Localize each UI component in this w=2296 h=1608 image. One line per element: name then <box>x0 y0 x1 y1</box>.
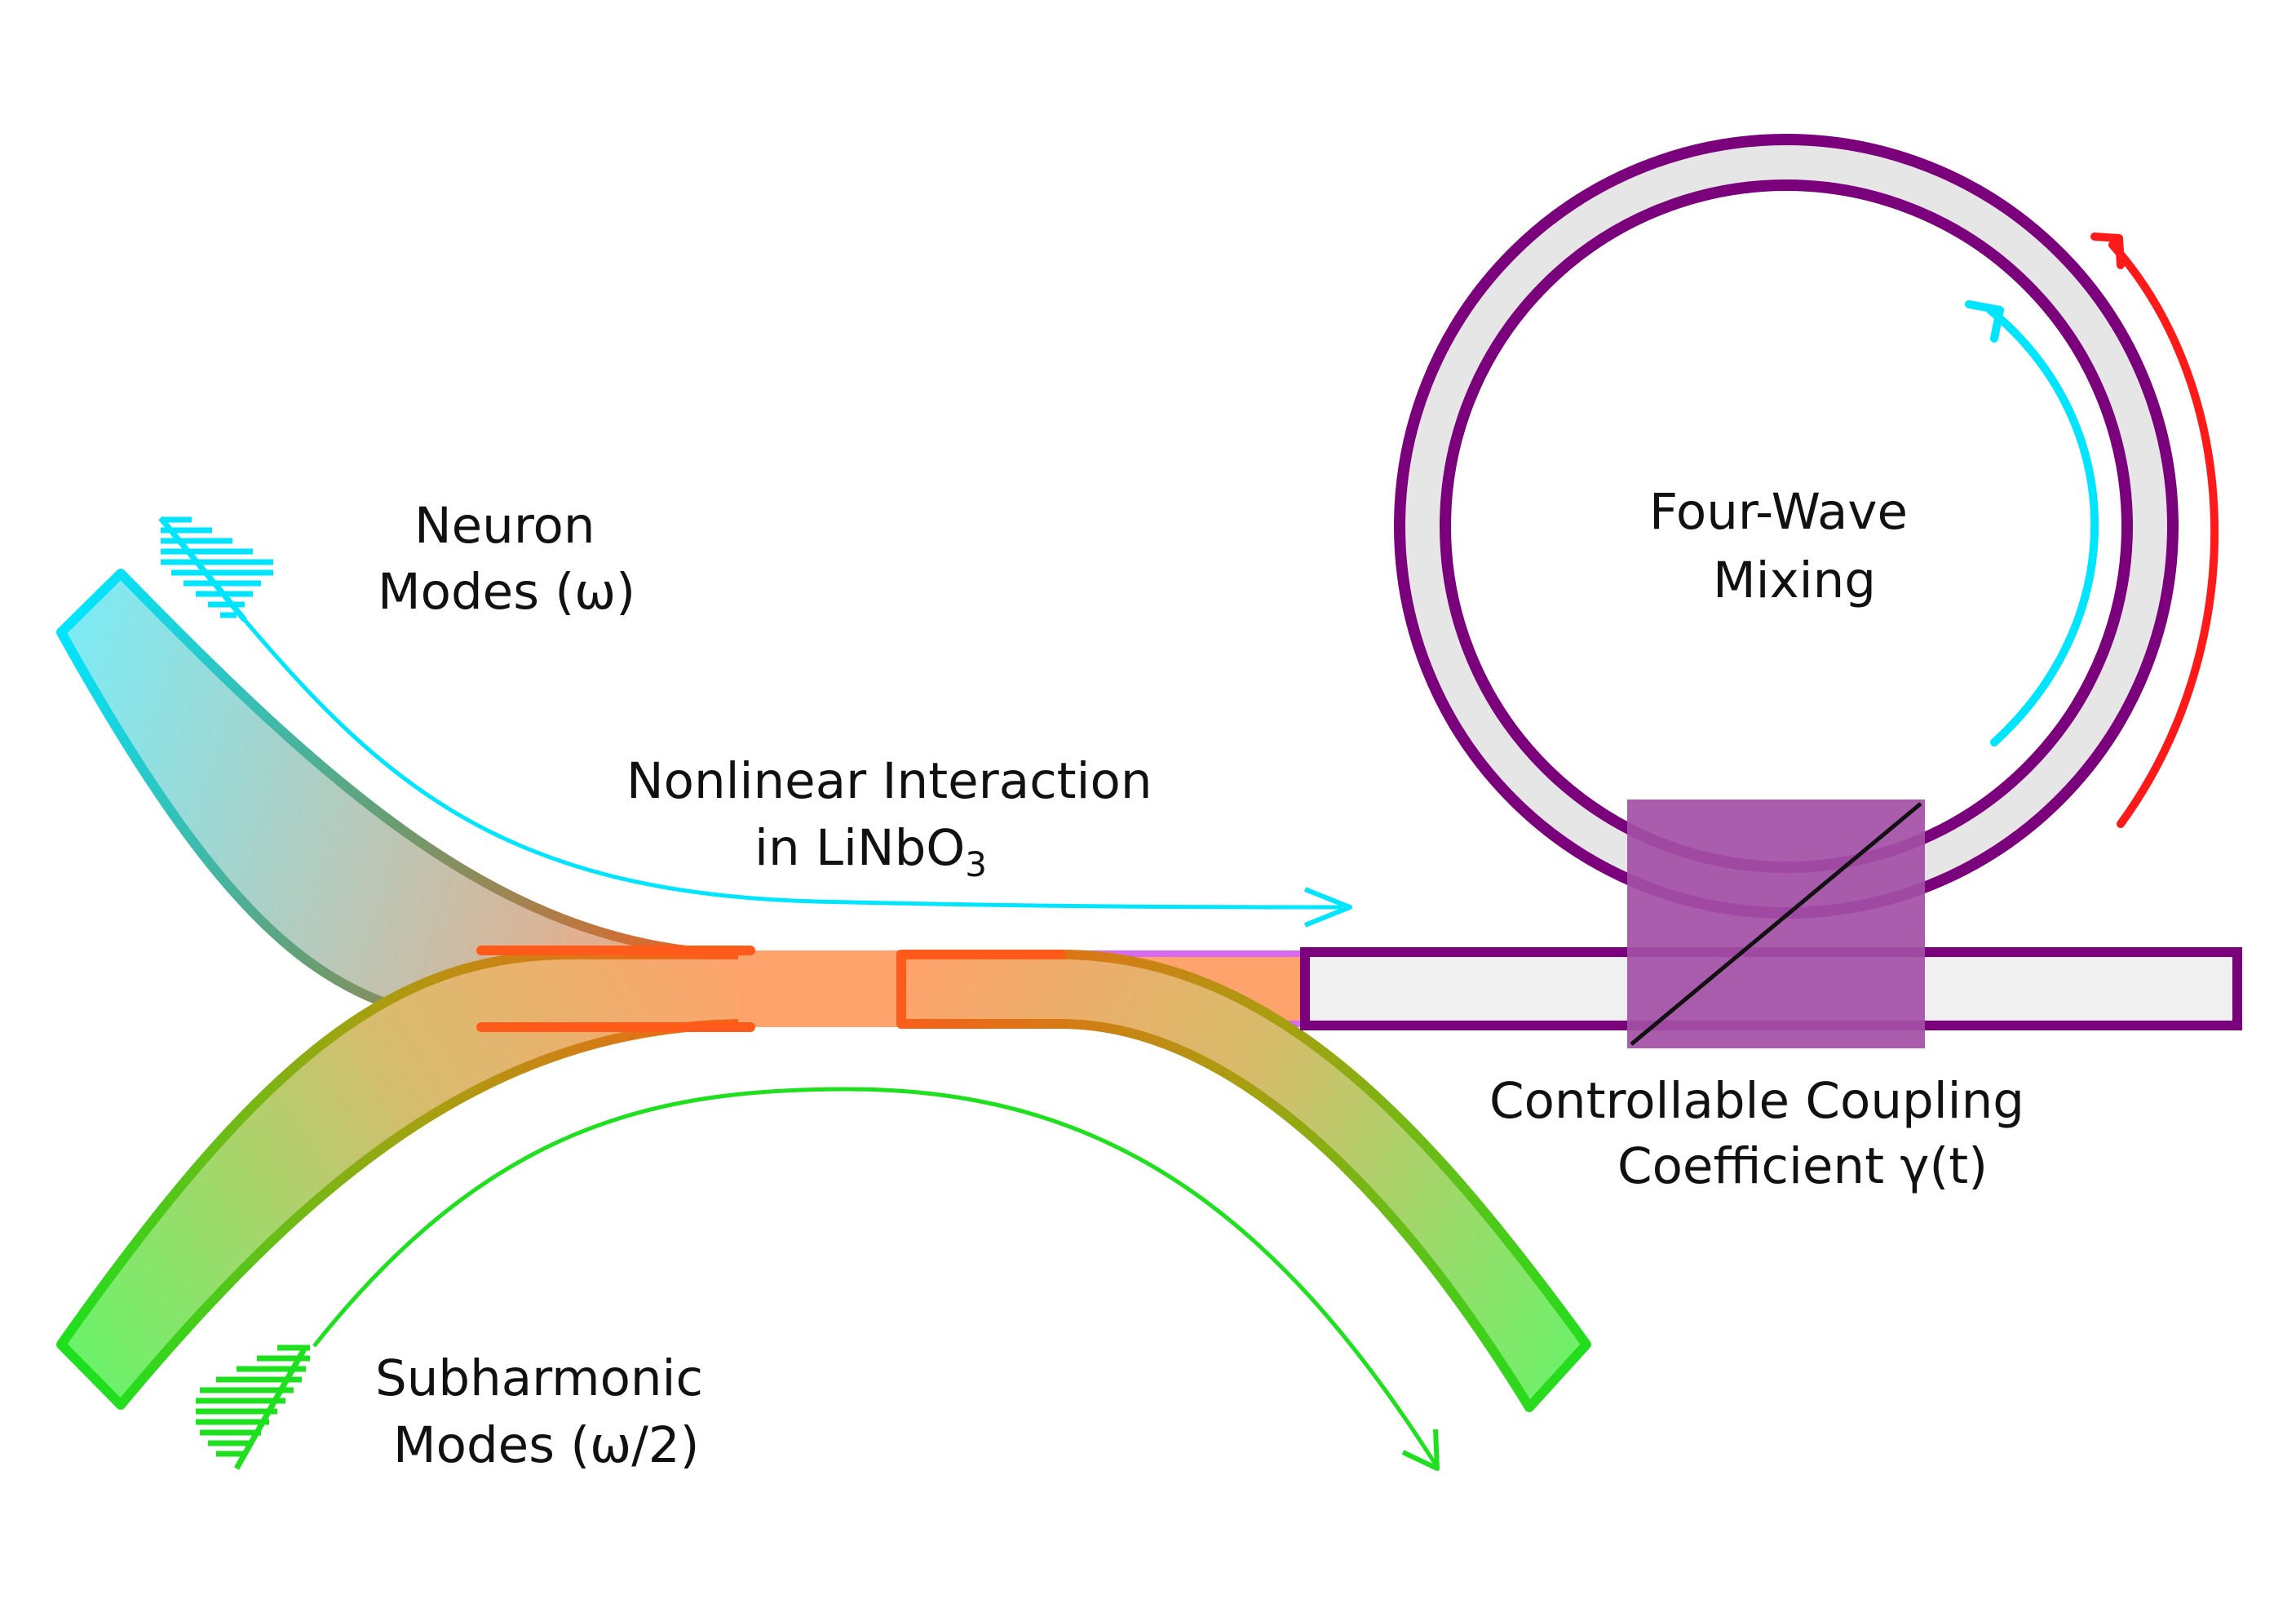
subharmonic-signal-arrow <box>312 1087 1440 1471</box>
cyan-ring-arrow <box>1965 300 2099 746</box>
subharmonic-label-line2: Modes (ω/2) <box>393 1416 699 1474</box>
nonlinear-label-prefix: in LiNbO <box>754 819 965 877</box>
subharmonic-output-waveguide <box>896 950 1591 1412</box>
neuron-signal-arrow <box>243 618 1352 928</box>
red-ring-arrow <box>2090 233 2219 828</box>
fwm-label-line2: Mixing <box>1713 552 1876 609</box>
nonlinear-label-subscript: 3 <box>965 844 987 884</box>
nonlinear-label-line1: Nonlinear Interaction <box>626 752 1152 810</box>
subharmonic-label-line1: Subharmonic <box>375 1349 703 1407</box>
subharmonic-spectrum-icon <box>196 1344 310 1470</box>
neuron-spectrum-icon <box>158 516 273 622</box>
neuron-label-line2: Modes (ω) <box>378 563 635 621</box>
subharmonic-input-waveguide <box>56 950 755 1410</box>
nonlinear-label-line2: in LiNbO3 <box>754 819 987 884</box>
fwm-label-line1: Four-Wave <box>1649 483 1908 541</box>
coupling-label-line2: Coefficient γ(t) <box>1617 1137 1988 1195</box>
coupling-label-line1: Controllable Coupling <box>1489 1072 2024 1130</box>
neuron-label-line1: Neuron <box>414 497 595 555</box>
coupling-pointer-line <box>1630 802 1922 1046</box>
